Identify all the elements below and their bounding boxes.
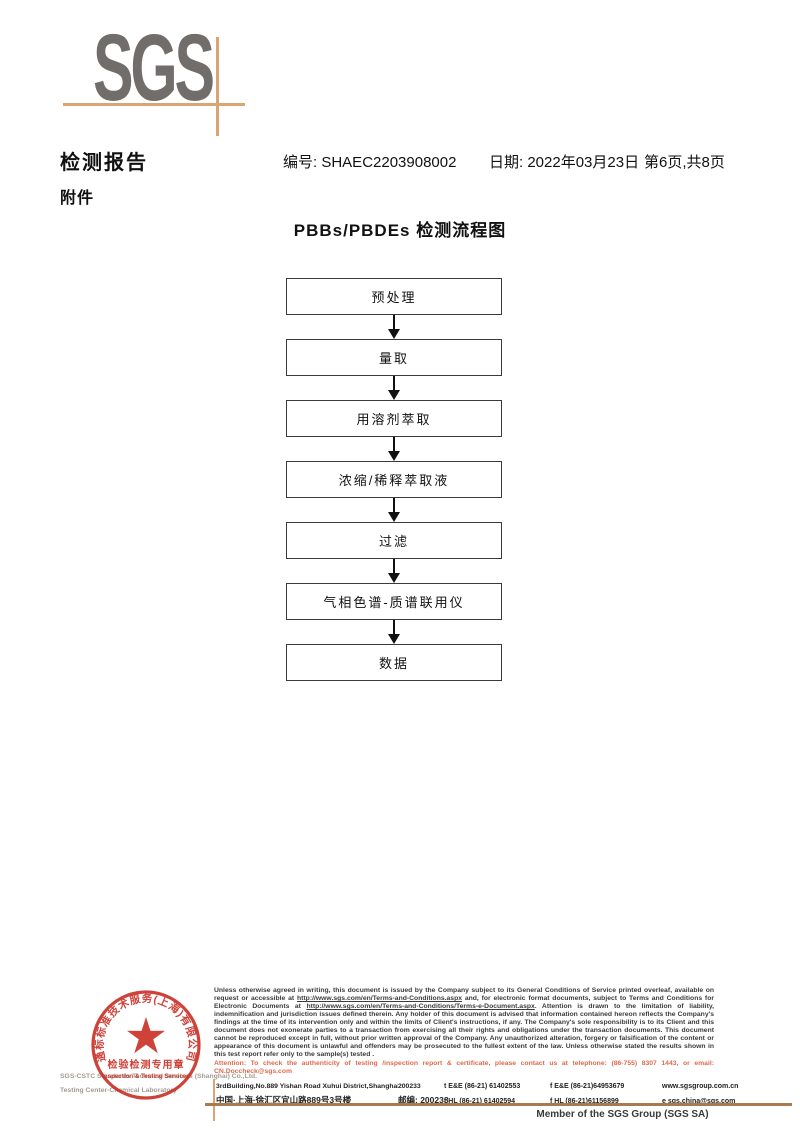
attachment-label: 附件	[60, 190, 95, 207]
address-row: 3rdBuilding,No.889 Yishan Road Xuhui Dis…	[216, 1083, 776, 1094]
attention-notice: Attention: To check the authenticity of …	[214, 1060, 714, 1075]
telephone-number: t HL (86-21) 61402594	[444, 1098, 516, 1105]
telephone-number: t E&E (86-21) 61402553	[444, 1083, 521, 1090]
flow-arrow-down-icon	[388, 498, 400, 522]
logo-horizontal-rule	[63, 103, 245, 106]
page-indicator: 第6页,共8页	[644, 154, 725, 171]
report-title: 检测报告	[60, 152, 148, 174]
company-name-en: SGS-CSTC Standards Technical Services (S…	[60, 1073, 258, 1080]
report-number-value: SHAEC2203908002	[321, 154, 457, 171]
report-date-label: 日期:	[489, 154, 524, 171]
logo-vertical-rule	[216, 37, 219, 136]
flowchart-title: PBBs/PBDEs 检测流程图	[293, 221, 507, 240]
flow-step-box: 用溶剂萃取	[286, 400, 502, 437]
address-text: 中国·上海·徐汇区宜山路889号3号楼	[216, 1095, 352, 1105]
flow-step-box: 数据	[286, 644, 502, 681]
sgs-member-line: Member of the SGS Group (SGS SA)	[536, 1109, 709, 1120]
report-date: 日期: 2022年03月23日	[489, 151, 639, 172]
address-text: 3rdBuilding,No.889 Yishan Road Xuhui Dis…	[216, 1083, 398, 1090]
report-number: 编号: SHAEC2203908002	[283, 151, 456, 172]
flow-arrow-down-icon	[388, 437, 400, 461]
footer-horizontal-rule	[205, 1103, 792, 1106]
seal-title-en: Inspection & Testing Services	[102, 1073, 190, 1080]
inspection-seal-stamp: 通标标准技术服务(上海)有限公司 检验检测专用章 Inspection & Te…	[91, 990, 201, 1100]
report-number-label: 编号:	[283, 154, 318, 171]
terms-url: http://www.sgs.com/en/Terms-and-Conditio…	[296, 995, 463, 1002]
web-contact: e sgs.china@sgs.com	[662, 1098, 736, 1105]
seal-star-icon	[127, 1017, 165, 1054]
legal-mid: and, for electronic format documents, su…	[214, 995, 714, 1010]
fax-number: f HL (86-21)61156899	[550, 1098, 619, 1105]
sgs-logo: SGS	[93, 15, 215, 121]
fax-number: f E&E (86-21)64953679	[550, 1083, 625, 1090]
flow-arrow-down-icon	[388, 376, 400, 400]
flow-arrow-down-icon	[388, 620, 400, 644]
flow-arrow-down-icon	[388, 315, 400, 339]
flow-step-box: 浓缩/稀释萃取液	[286, 461, 502, 498]
footer-vertical-rule	[213, 1079, 215, 1121]
address-block: 3rdBuilding,No.889 Yishan Road Xuhui Dis…	[216, 1083, 776, 1105]
flow-step-box: 过滤	[286, 522, 502, 559]
report-date-value: 2022年03月23日	[527, 154, 640, 171]
legal-intro: Unless otherwise agreed in writing, this…	[214, 987, 714, 1002]
seal-title-cn: 检验检测专用章	[108, 1058, 185, 1071]
flowchart-steps: 预处理量取用溶剂萃取浓缩/稀释萃取液过滤气相色谱-质谱联用仪数据	[286, 278, 502, 681]
seal-ring	[91, 990, 201, 1100]
postal-code: 邮编: 200233	[398, 1095, 449, 1105]
flow-arrow-down-icon	[388, 559, 400, 583]
flow-step-box: 预处理	[286, 278, 502, 315]
legal-rest: . Attention is drawn to the limitation o…	[214, 1003, 714, 1058]
flow-step-box: 量取	[286, 339, 502, 376]
e-document-url: http://www.sgs.com/en/Terms-and-Conditio…	[306, 1003, 535, 1010]
web-contact: www.sgsgroup.com.cn	[662, 1083, 739, 1090]
flow-step-box: 气相色谱-质谱联用仪	[286, 583, 502, 620]
postal-code: 200233	[398, 1083, 421, 1090]
legal-text: Unless otherwise agreed in writing, this…	[214, 987, 714, 1059]
